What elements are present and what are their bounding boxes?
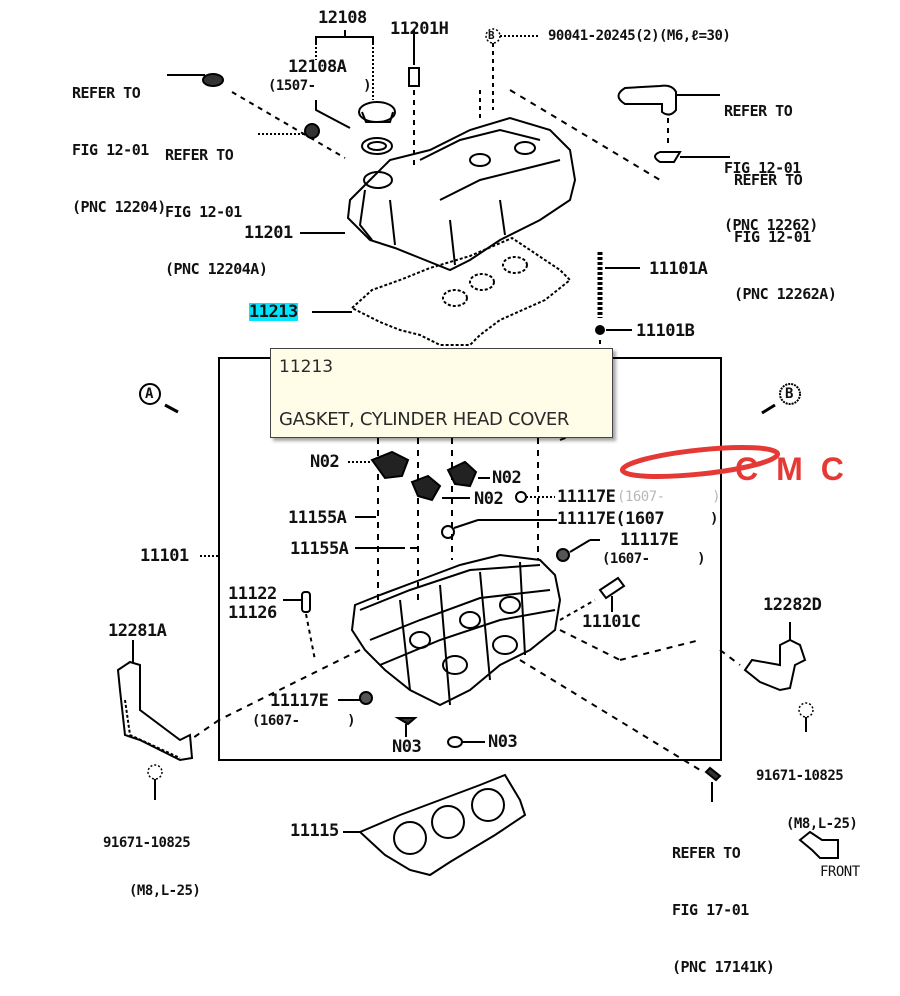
part-label-11155a-2[interactable]: 11155A [290,539,349,559]
part-label-11117e-3[interactable]: 11117E [620,530,679,550]
cylinder-head-cover [300,116,577,272]
part-label-11101b[interactable]: 11101B [636,321,695,341]
logo-text: CMC [735,451,862,487]
cylinder-head-cover-gasket [350,236,572,346]
part-date-11117e-1: (1607- ) [617,489,721,505]
tooltip-description: GASKET, CYLINDER HEAD COVER [279,409,570,430]
refer-label-12262[interactable]: REFER TO FIG 12-01 (PNC 12262) [724,64,818,254]
part-label-11101c[interactable]: 11101C [582,612,641,632]
tooltip-part-number: 11213 [279,357,334,377]
bracket-12108 [315,36,374,43]
part-date-11117e-4: (1607- ) [252,713,356,729]
refer-line: REFER TO [734,171,803,189]
refer-line: (PNC 12262A) [734,285,837,303]
bolt-ref-line: (M8,L-25) [786,816,858,832]
part-label-n02-b[interactable]: N02 [492,468,522,488]
bolt-ref-marker: B [488,29,495,42]
cylinder-head-gasket [358,773,527,877]
refer-line: FIG 17-01 [672,901,749,919]
part-label-11117e-2[interactable]: 11117E(1607 [557,509,665,529]
refer-line: REFER TO [724,102,793,120]
part-label-11101[interactable]: 11101 [140,546,189,566]
front-arrow-icon [798,830,839,859]
refer-line: (PNC 12204A) [165,260,268,278]
bolt-ref-left[interactable]: 91671-10825 (M8,L-25) [103,803,201,915]
front-label: FRONT [820,864,860,880]
bolt-ref-line: (M8,L-25) [129,883,201,899]
cmc-logo: CMC [620,445,862,487]
exploded-view-drawing [116,28,839,877]
part-label-11155a-1[interactable]: 11155A [288,508,347,528]
part-label-11122[interactable]: 11122 [228,584,277,604]
bolt-ref-right[interactable]: 91671-10825 (M8,L-25) [756,736,858,848]
part-label-n02-c[interactable]: N02 [474,489,504,509]
refer-line: FIG 12-01 [72,141,149,159]
part-tooltip: 11213 GASKET, CYLINDER HEAD COVER [270,348,613,438]
part-label-11126[interactable]: 11126 [228,603,277,623]
refer-line: REFER TO [165,146,234,164]
view-marker-b[interactable]: B [785,386,793,402]
part-label-11117e-1[interactable]: 11117E [557,487,616,507]
refer-line: REFER TO [672,844,741,862]
part-label-11213-selected[interactable]: 11213 [249,302,298,322]
part-date-12108a: (1507- ) [268,78,372,94]
bolt-ref-line: 91671-10825 [103,835,191,851]
part-label-11101a[interactable]: 11101A [649,259,708,279]
part-label-11201[interactable]: 11201 [244,223,293,243]
view-marker-b-circle [779,383,801,405]
bracket-12282d [743,622,807,692]
bracket-12281a [116,640,194,762]
part-label-12281a[interactable]: 12281A [108,621,167,641]
refer-label-17141k[interactable]: REFER TO FIG 17-01 (PNC 17141K) [672,806,775,996]
part-label-12108[interactable]: 12108 [318,8,367,28]
refer-label-12262a[interactable]: REFER TO FIG 12-01 (PNC 12262A) [734,133,837,323]
view-marker-a[interactable]: A [145,386,153,402]
part-label-11201h[interactable]: 11201H [390,19,449,39]
part-label-12282d[interactable]: 12282D [763,595,822,615]
refer-line: FIG 12-01 [724,159,801,177]
rocker-parts-n02 [370,450,478,502]
refer-line: FIG 12-01 [165,203,242,221]
part-label-11117e-4[interactable]: 11117E [270,691,329,711]
part-date-11117e-3: (1607- ) [602,551,706,567]
part-label-11115[interactable]: 11115 [290,821,339,841]
part-label-n03-a[interactable]: N03 [392,737,422,757]
refer-line: FIG 12-01 [734,228,811,246]
refer-line: (PNC 12262) [724,216,818,234]
part-label-n02-a[interactable]: N02 [310,452,340,472]
refer-line: (PNC 17141K) [672,958,775,976]
part-label-n03-b[interactable]: N03 [488,732,518,752]
refer-label-12204a[interactable]: REFER TO FIG 12-01 (PNC 12204A) [165,108,268,298]
refer-line: (PNC 12204) [72,198,166,216]
refer-line: REFER TO [72,84,141,102]
view-marker-a-circle [139,383,161,405]
bolt-ref-90041[interactable]: 90041-20245(2)(M6,ℓ=30) [548,28,731,44]
part-label-12108a[interactable]: 12108A [288,57,347,77]
refer-label-12204[interactable]: REFER TO FIG 12-01 (PNC 12204) [72,46,166,236]
part-date-11117e-2-close: ) [710,511,718,527]
bolt-ref-line: 91671-10825 [756,768,844,784]
cylinder-head [350,553,562,707]
